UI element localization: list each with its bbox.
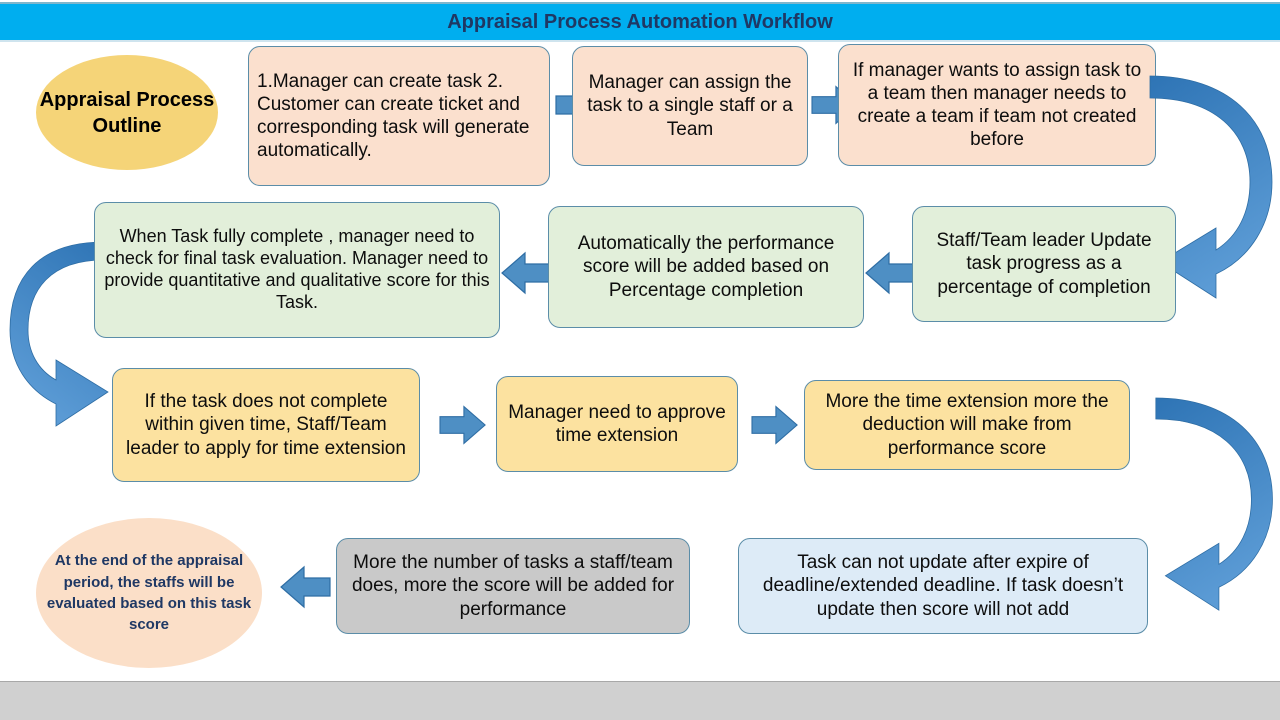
arrow-row4-1 xyxy=(274,565,336,609)
arrow-row2-2 xyxy=(862,251,918,295)
node-update-task-progress-label: Staff/Team leader Update task progress a… xyxy=(936,230,1152,298)
node-create-team: If manager wants to assign task to a tea… xyxy=(838,44,1156,166)
final-evaluation-ellipse: At the end of the appraisal period, the … xyxy=(36,518,262,668)
node-assign-task: Manager can assign the task to a single … xyxy=(572,46,808,166)
node-final-task-evaluation: When Task fully complete , manager need … xyxy=(94,202,500,338)
final-evaluation-label: At the end of the appraisal period, the … xyxy=(46,552,252,634)
node-deduction-from-score-label: More the time extension more the deducti… xyxy=(825,391,1109,459)
page-title: Appraisal Process Automation Workflow xyxy=(447,10,833,33)
node-deadline-expiry: Task can not update after expire of dead… xyxy=(738,538,1148,634)
node-performance-score-auto-label: Automatically the performance score will… xyxy=(577,233,835,301)
arrow-row3-2 xyxy=(751,404,798,446)
arrow-row3-1 xyxy=(439,404,486,446)
curved-arrow-row1-to-row2 xyxy=(1146,72,1280,306)
node-approve-time-extension-label: Manager need to approve time extension xyxy=(508,401,726,446)
node-final-task-evaluation-label: When Task fully complete , manager need … xyxy=(104,226,490,312)
arrow-row2-1 xyxy=(500,251,552,295)
node-approve-time-extension: Manager need to approve time extension xyxy=(496,376,738,472)
curved-arrow-row3-to-row4 xyxy=(1152,390,1280,622)
node-create-team-label: If manager wants to assign task to a tea… xyxy=(852,59,1142,151)
node-manager-create-task-label: 1.Manager can create task 2. Customer ca… xyxy=(257,70,530,162)
bottom-strip xyxy=(0,681,1280,720)
node-performance-score-auto: Automatically the performance score will… xyxy=(548,206,864,328)
node-apply-time-extension: If the task does not complete within giv… xyxy=(112,368,420,482)
outline-ellipse-label: Appraisal Process Outline xyxy=(39,88,215,137)
node-more-tasks-more-score-label: More the number of tasks a staff/team do… xyxy=(351,552,675,620)
curved-arrow-row2-to-row3 xyxy=(8,238,118,430)
node-update-task-progress: Staff/Team leader Update task progress a… xyxy=(912,206,1176,322)
node-deadline-expiry-label: Task can not update after expire of dead… xyxy=(762,552,1124,620)
node-apply-time-extension-label: If the task does not complete within giv… xyxy=(126,391,406,459)
node-more-tasks-more-score: More the number of tasks a staff/team do… xyxy=(336,538,690,634)
appraisal-process-outline-ellipse: Appraisal Process Outline xyxy=(36,55,218,170)
node-manager-create-task: 1.Manager can create task 2. Customer ca… xyxy=(248,46,550,186)
node-deduction-from-score: More the time extension more the deducti… xyxy=(804,380,1130,470)
slide-title-bar: Appraisal Process Automation Workflow xyxy=(0,2,1280,42)
node-assign-task-label: Manager can assign the task to a single … xyxy=(587,72,793,140)
